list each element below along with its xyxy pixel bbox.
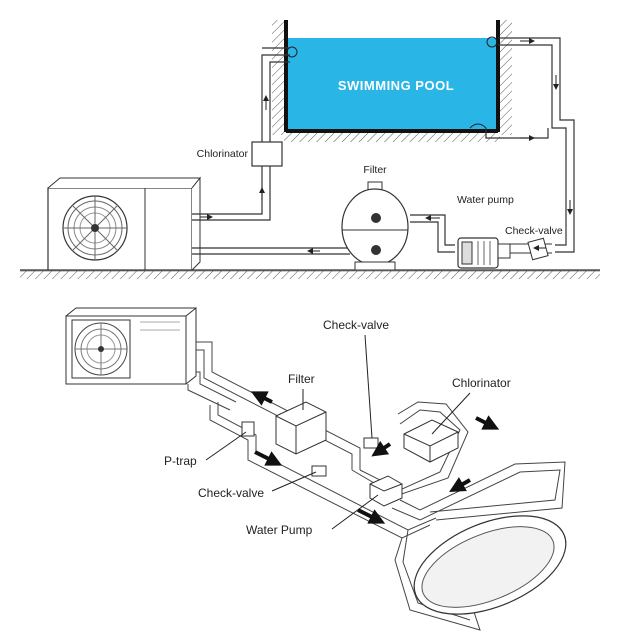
filter-tank	[341, 181, 409, 271]
chlorinator-label: Chlorinator	[197, 148, 249, 160]
chlorinator-box	[251, 141, 283, 167]
check-valve-bottom	[311, 465, 327, 477]
check-valve-label-top: Check-valve	[505, 225, 563, 237]
check-valve-label-upper: Check-valve	[323, 318, 389, 332]
pool-oval	[413, 515, 567, 615]
water-pump-label-bottom: Water Pump	[246, 523, 313, 537]
chlorinator-label-bottom: Chlorinator	[452, 376, 511, 390]
heat-pump-unit-3d	[65, 306, 197, 385]
ground-hatching	[20, 269, 600, 279]
pool-wall-hatching	[272, 20, 512, 142]
check-valve-upper	[363, 437, 379, 449]
check-valve-top	[510, 237, 552, 261]
pool-label: SWIMMING POOL	[338, 78, 454, 93]
filter-label: Filter	[363, 164, 387, 176]
filter-label-bottom: Filter	[288, 372, 315, 386]
bottom-diagram: Filter Chlorinator Water Pump P-trap Che…	[65, 306, 567, 631]
water-pump-box	[369, 475, 403, 507]
flow-arrows	[250, 391, 500, 524]
filter-box	[275, 401, 327, 455]
check-valve-label-bottom: Check-valve	[198, 486, 264, 500]
heat-pump-unit	[47, 176, 202, 271]
water-pump	[457, 237, 511, 269]
swimming-pool: SWIMMING POOL	[284, 20, 500, 133]
pool-water	[288, 38, 496, 130]
water-pump-label: Water pump	[457, 194, 514, 206]
chlorinator-box-bottom	[403, 419, 459, 463]
p-trap-label: P-trap	[164, 454, 197, 468]
top-diagram: SWIMMING POOL	[20, 20, 600, 279]
top-pipes	[192, 37, 575, 255]
